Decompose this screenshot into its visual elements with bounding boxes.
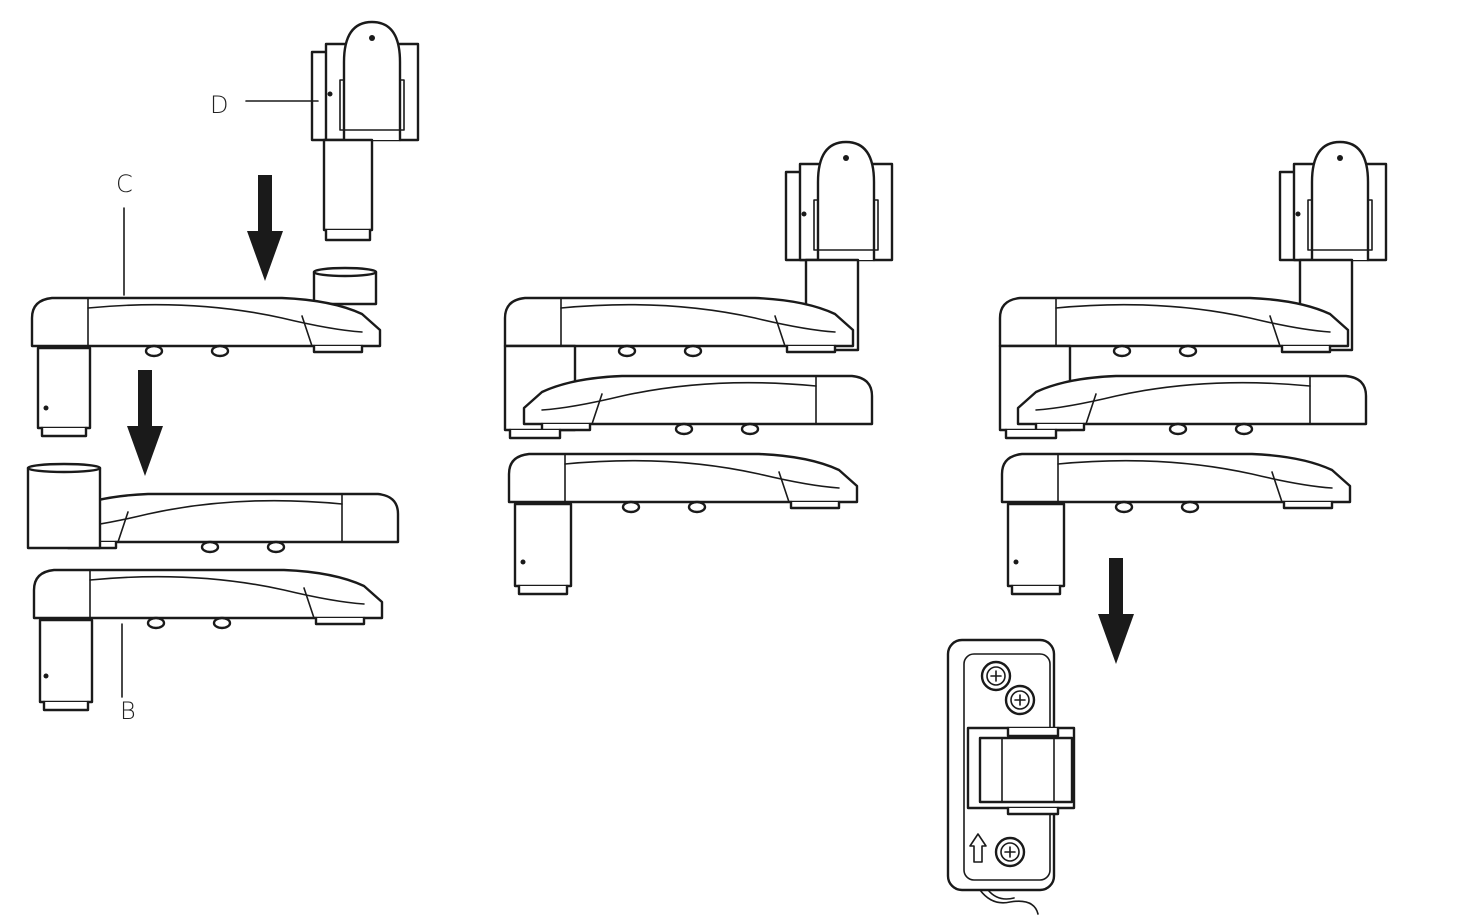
screw-icon [980,660,1012,692]
arm-bottom-right [1000,452,1352,596]
arm-bottom-middle [507,452,859,596]
assembled-arm-right [946,140,1388,915]
exploded-assembly: D C [26,20,420,725]
label-c: C [116,170,133,198]
label-d: D [210,91,228,119]
label-b: B [120,697,136,725]
part-b-socket [26,466,102,550]
part-b-arm [32,568,384,712]
arm-middle-right-reversed [1016,374,1368,436]
part-c-arm [30,266,382,438]
up-arrow-icon [969,833,987,863]
part-d-bracket [310,20,420,242]
down-arrow-icon [127,370,163,476]
part-b-upper-arm [48,492,400,554]
wall-plate [946,638,1076,915]
down-arrow-icon [1098,558,1134,664]
down-arrow-icon [247,175,283,281]
arm-middle-reversed [522,374,874,436]
screw-icon [994,836,1026,868]
assembled-arm-middle [503,140,894,596]
screw-icon [1004,684,1036,716]
